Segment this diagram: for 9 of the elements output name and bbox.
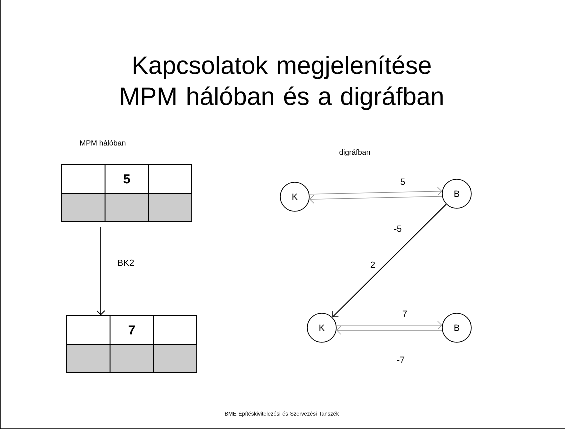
- table-box: 7: [66, 316, 198, 374]
- table-box: 5: [62, 164, 192, 222]
- arrow: [310, 195, 443, 204]
- arrow: [96, 227, 106, 316]
- arrow: [336, 326, 443, 335]
- arrow: [332, 204, 447, 318]
- title: Kapcsolatok megjelenítése MPM hálóban és a digráfban: [121, 56, 443, 110]
- arrow: [336, 321, 442, 330]
- arrow: [309, 187, 442, 196]
